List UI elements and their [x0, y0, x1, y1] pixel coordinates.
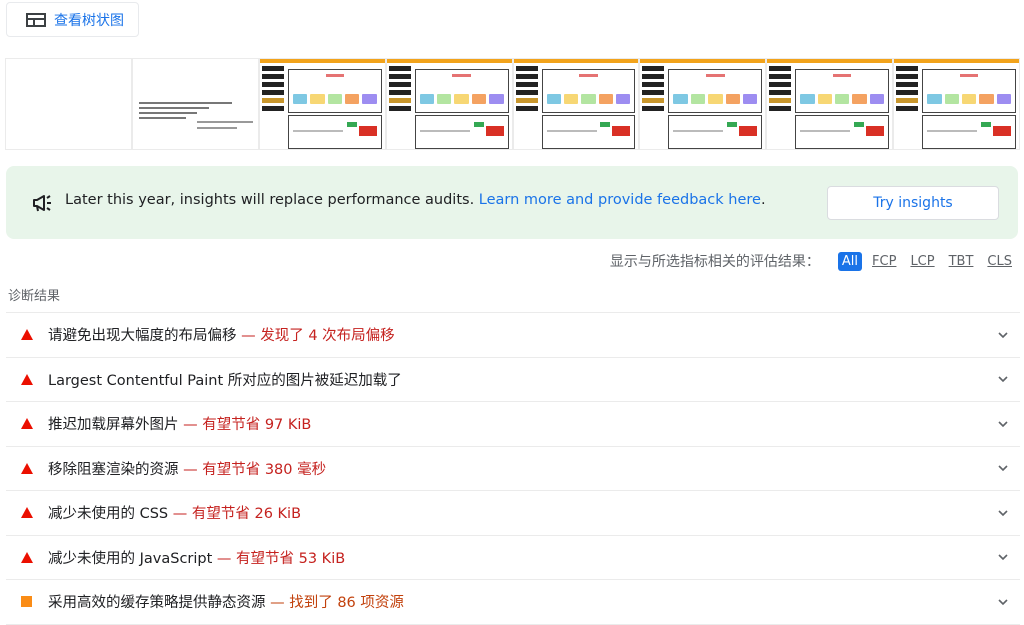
- treemap-icon: [26, 12, 46, 27]
- metric-filter: 显示与所选指标相关的评估结果： All FCP LCP TBT CLS: [610, 251, 1016, 271]
- chevron-down-icon[interactable]: [996, 550, 1010, 564]
- audit-text: 推迟加载屏幕外图片 — 有望节省 97 KiB: [48, 413, 311, 434]
- filter-chip-tbt[interactable]: TBT: [948, 253, 974, 269]
- audit-row[interactable]: 请避免出现大幅度的布局偏移 — 发现了 4 次布局偏移: [6, 313, 1020, 358]
- filmstrip-frame: [131, 58, 259, 150]
- banner-text: Later this year, insights will replace p…: [65, 192, 475, 208]
- audit-title: 减少未使用的 CSS: [48, 506, 169, 523]
- audit-separator: —: [236, 328, 261, 345]
- audit-text: 采用高效的缓存策略提供静态资源 — 找到了 86 项资源: [48, 591, 404, 612]
- audit-title: 减少未使用的 JavaScript: [48, 550, 213, 567]
- audit-separator: —: [265, 595, 290, 612]
- audit-text: 减少未使用的 JavaScript — 有望节省 53 KiB: [48, 547, 345, 568]
- filmstrip-frame: [639, 58, 767, 150]
- audit-title: 推迟加载屏幕外图片: [48, 417, 179, 434]
- audit-detail: 发现了 4 次布局偏移: [260, 328, 395, 345]
- fail-icon: [21, 418, 33, 430]
- audit-title: 采用高效的缓存策略提供静态资源: [48, 595, 266, 612]
- filter-chip-cls[interactable]: CLS: [987, 253, 1012, 269]
- audit-title: 移除阻塞渲染的资源: [48, 461, 179, 478]
- view-treemap-button[interactable]: 查看树状图: [6, 2, 139, 37]
- audit-row[interactable]: 推迟加载屏幕外图片 — 有望节省 97 KiB: [6, 402, 1020, 447]
- audit-separator: —: [168, 506, 192, 523]
- view-treemap-label: 查看树状图: [54, 12, 124, 29]
- audit-list: 请避免出现大幅度的布局偏移 — 发现了 4 次布局偏移 Largest Cont…: [6, 312, 1020, 625]
- insights-banner: Later this year, insights will replace p…: [6, 166, 1018, 239]
- chevron-down-icon[interactable]: [996, 417, 1010, 431]
- filmstrip-frame: [5, 58, 132, 150]
- filter-chip-lcp[interactable]: LCP: [910, 253, 935, 269]
- audit-detail: 有望节省 380 毫秒: [202, 461, 327, 478]
- audit-row[interactable]: 移除阻塞渲染的资源 — 有望节省 380 毫秒: [6, 447, 1020, 491]
- fail-icon: [21, 507, 33, 519]
- audit-separator: —: [212, 550, 237, 567]
- diagnostics-title: 诊断结果: [8, 289, 61, 304]
- warning-icon: [21, 596, 32, 608]
- megaphone-icon: [33, 195, 51, 212]
- audit-row[interactable]: 采用高效的缓存策略提供静态资源 — 找到了 86 项资源: [6, 580, 1020, 625]
- audit-title: Largest Contentful Paint 所对应的图片被延迟加载了: [48, 372, 402, 389]
- audit-detail: 有望节省 26 KiB: [191, 506, 302, 523]
- audit-separator: —: [178, 461, 203, 478]
- fail-icon: [21, 373, 33, 385]
- filmstrip-frame: [258, 58, 386, 150]
- fail-icon: [21, 462, 33, 474]
- banner-period: .: [760, 192, 766, 208]
- audit-detail: 有望节省 53 KiB: [236, 550, 346, 567]
- audit-detail: 找到了 86 项资源: [289, 595, 404, 612]
- audit-title: 请避免出现大幅度的布局偏移: [48, 328, 237, 345]
- audit-separator: —: [178, 417, 203, 434]
- audit-row[interactable]: Largest Contentful Paint 所对应的图片被延迟加载了: [6, 358, 1020, 402]
- chevron-down-icon[interactable]: [996, 506, 1010, 520]
- banner-learn-more-link[interactable]: Learn more and provide feedback here: [478, 192, 761, 208]
- audit-text: 请避免出现大幅度的布局偏移 — 发现了 4 次布局偏移: [48, 324, 395, 345]
- audit-text: 移除阻塞渲染的资源 — 有望节省 380 毫秒: [48, 458, 326, 479]
- audit-row[interactable]: 减少未使用的 CSS — 有望节省 26 KiB: [6, 491, 1020, 536]
- audit-text: Largest Contentful Paint 所对应的图片被延迟加载了: [48, 369, 402, 390]
- chevron-down-icon[interactable]: [996, 461, 1010, 475]
- insights-banner-message: Later this year, insights will replace p…: [65, 192, 766, 208]
- filmstrip-frame: [893, 58, 1020, 150]
- fail-icon: [21, 551, 33, 563]
- fail-icon: [21, 329, 33, 341]
- filter-chip-fcp[interactable]: FCP: [872, 253, 897, 269]
- chevron-down-icon[interactable]: [996, 595, 1010, 609]
- audit-detail: 有望节省 97 KiB: [202, 417, 312, 434]
- filter-chip-all[interactable]: All: [837, 251, 863, 271]
- filmstrip-frame: [512, 58, 640, 150]
- chevron-down-icon[interactable]: [996, 372, 1010, 386]
- chevron-down-icon[interactable]: [996, 328, 1010, 342]
- try-insights-button[interactable]: Try insights: [827, 186, 999, 220]
- audit-text: 减少未使用的 CSS — 有望节省 26 KiB: [48, 502, 301, 523]
- metric-filter-caption: 显示与所选指标相关的评估结果：: [609, 254, 820, 270]
- filmstrip-frame: [385, 58, 513, 150]
- filmstrip: [5, 58, 1020, 150]
- audit-row[interactable]: 减少未使用的 JavaScript — 有望节省 53 KiB: [6, 536, 1020, 580]
- filmstrip-frame: [766, 58, 894, 150]
